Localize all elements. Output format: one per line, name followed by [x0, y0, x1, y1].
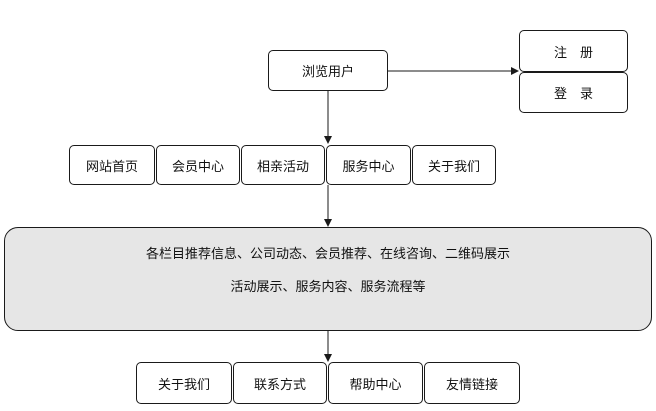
footer-label: 帮助中心	[349, 377, 402, 393]
nav-node-about-us: 关于我们	[412, 145, 496, 185]
nav-label: 相亲活动	[256, 159, 309, 175]
footer-label: 关于我们	[157, 377, 210, 393]
footer-node-friend-links: 友情链接	[424, 362, 520, 404]
browse-user-label: 浏览用户	[301, 65, 354, 80]
nav-label: 会员中心	[171, 159, 224, 175]
nav-label: 关于我们	[427, 159, 480, 175]
footer-node-help-center: 帮助中心	[328, 362, 423, 404]
register-label: 注 册	[553, 45, 593, 61]
register-node: 注 册	[519, 30, 628, 72]
nav-node-home: 网站首页	[69, 145, 155, 185]
nav-node-service-center: 服务中心	[326, 145, 411, 185]
footer-node-about-us: 关于我们	[136, 362, 232, 404]
footer-label: 友情链接	[445, 377, 498, 393]
nav-label: 网站首页	[85, 159, 138, 175]
footer-node-contact: 联系方式	[233, 362, 327, 404]
login-node: 登 录	[519, 72, 628, 113]
content-line-2: 活动展示、服务内容、服务流程等	[230, 280, 426, 295]
content-line-1: 各栏目推荐信息、公司动态、会员推荐、在线咨询、二维码展示	[145, 247, 510, 262]
nav-node-member-center: 会员中心	[156, 145, 240, 185]
nav-node-dating-events: 相亲活动	[241, 145, 325, 185]
footer-label: 联系方式	[253, 377, 306, 393]
login-label: 登 录	[553, 87, 593, 102]
content-block: 各栏目推荐信息、公司动态、会员推荐、在线咨询、二维码展示 活动展示、服务内容、服…	[4, 227, 652, 331]
browse-user-node: 浏览用户	[268, 50, 388, 91]
nav-label: 服务中心	[342, 159, 395, 175]
